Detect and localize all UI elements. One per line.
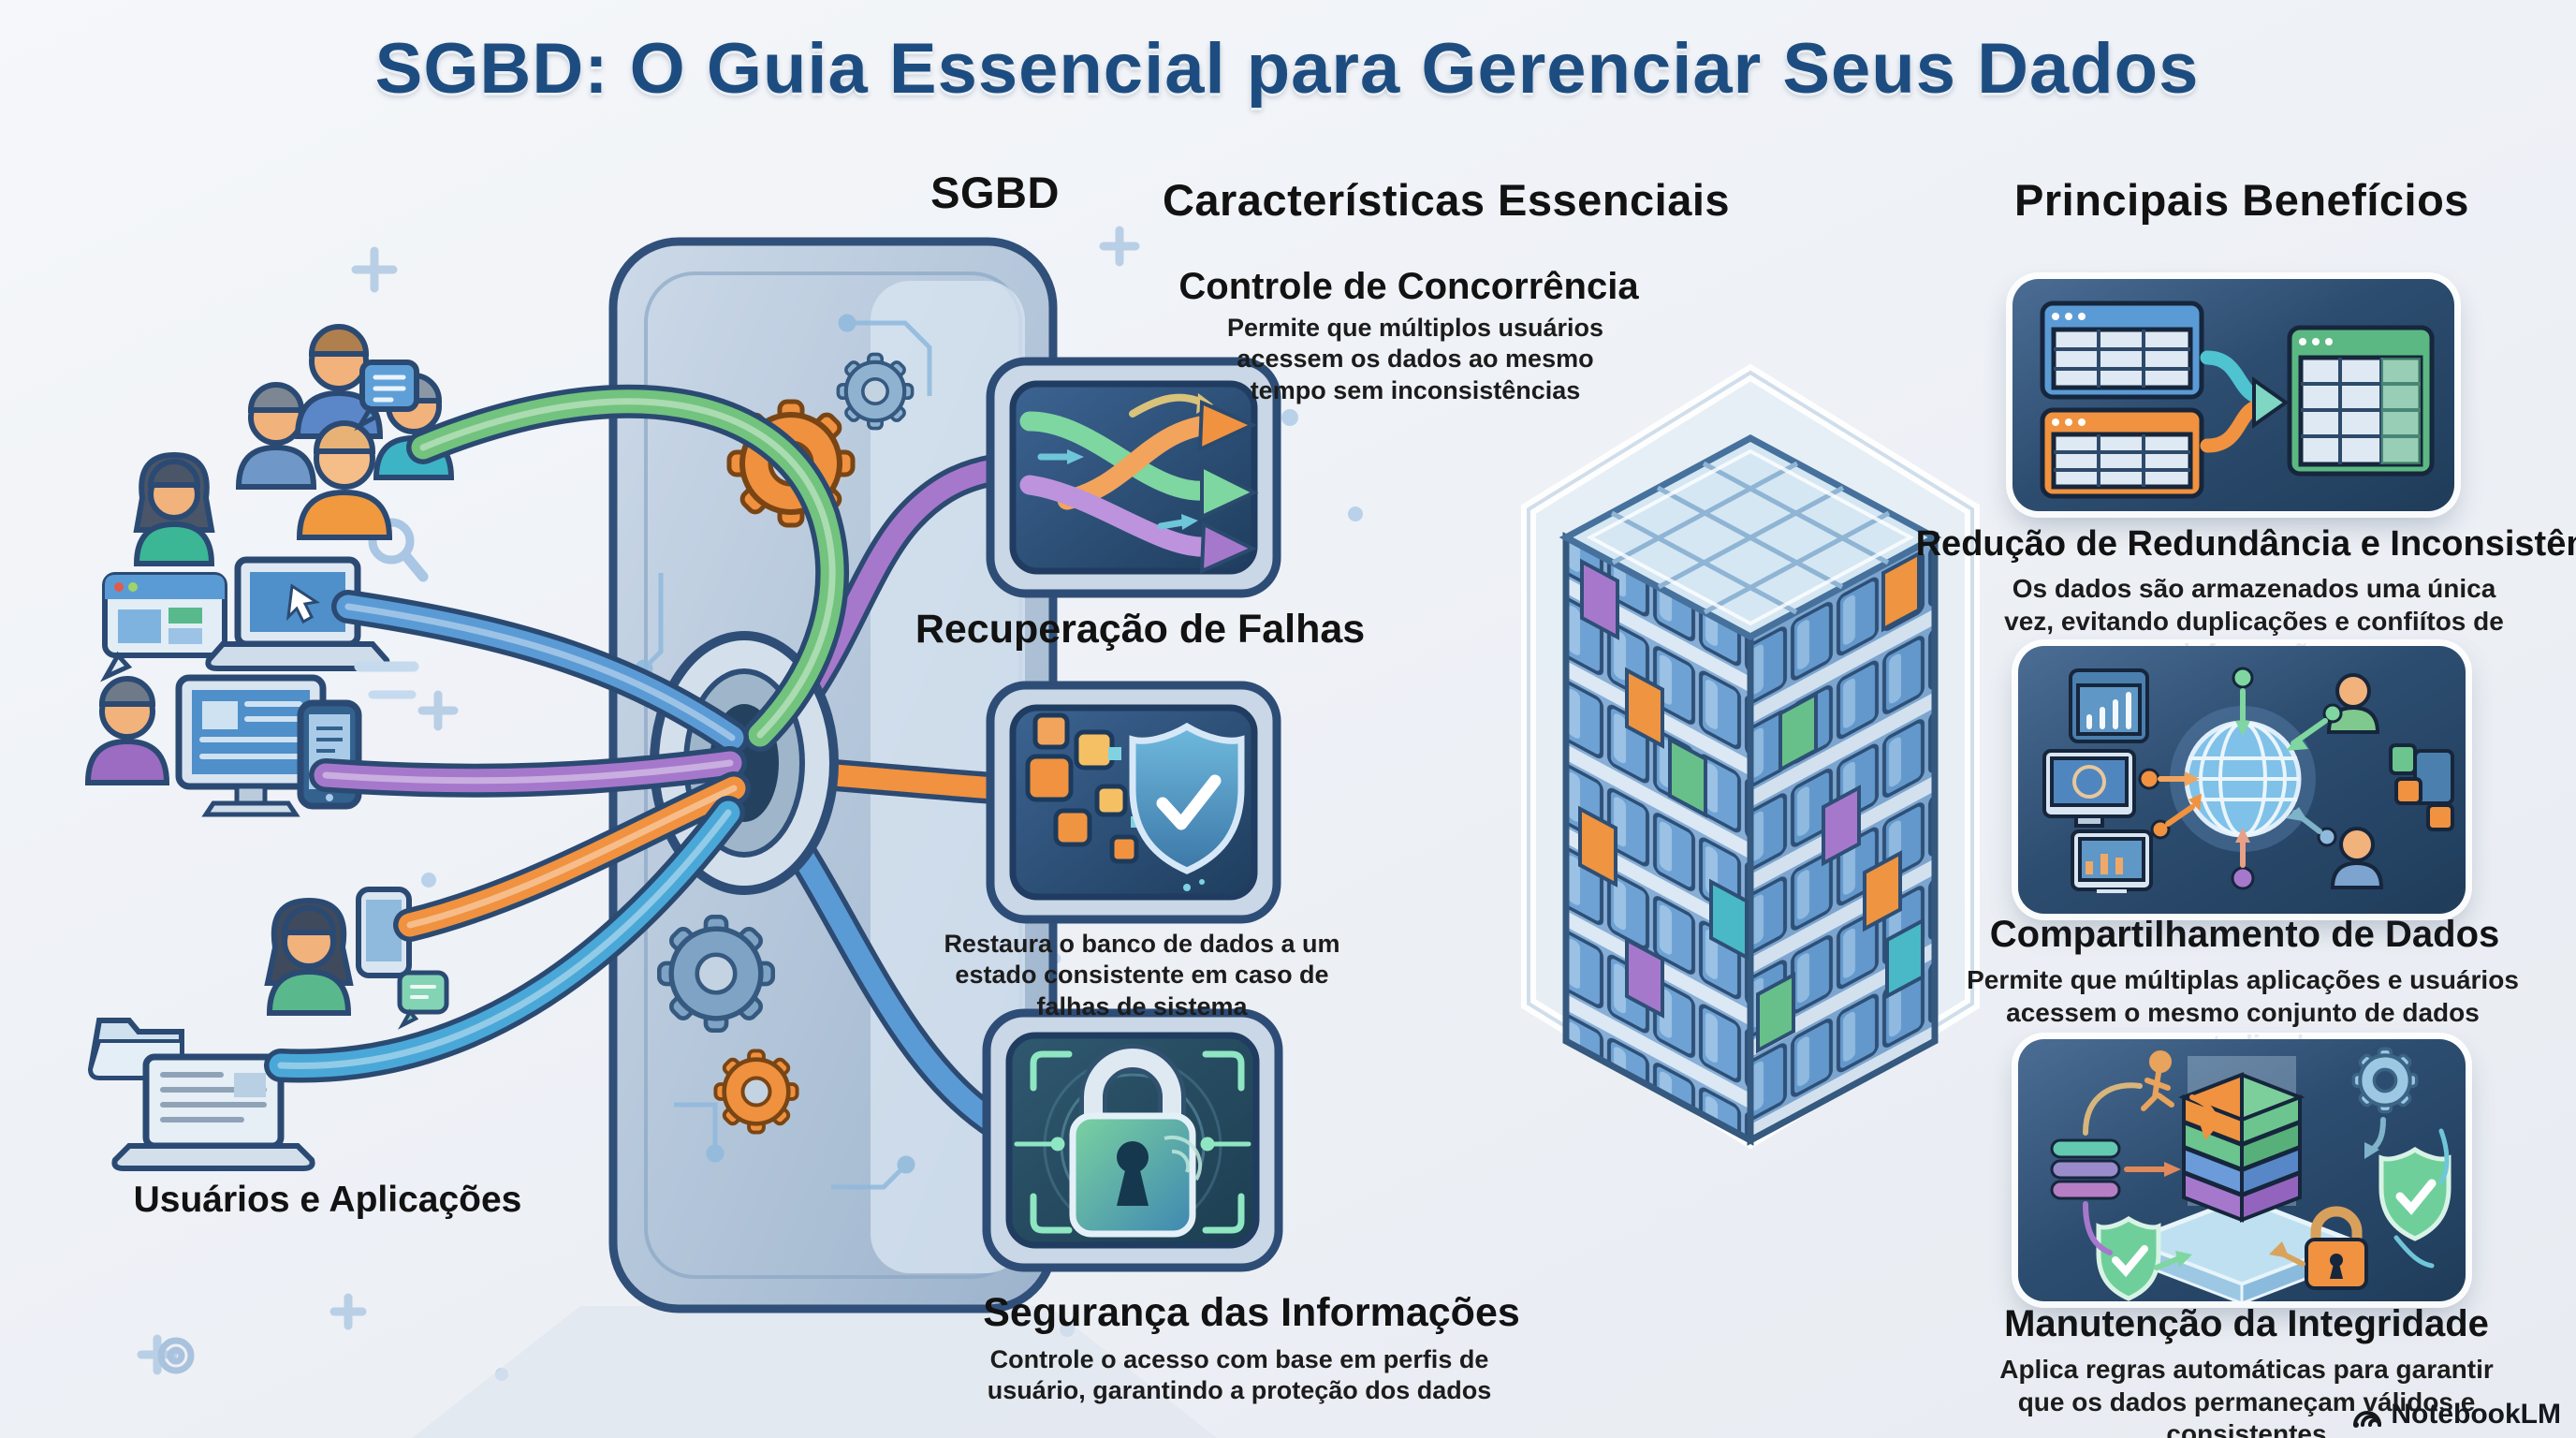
shield-check-left-icon (2096, 1216, 2161, 1301)
features-header: Características Essenciais (1162, 175, 1731, 225)
feature-title-recovery: Recuperação de Falhas (915, 607, 1366, 652)
notebooklm-label: NotebookLM (2391, 1399, 2561, 1430)
sgbd-label: SGBD (930, 168, 1060, 217)
laptop-cursor-icon (205, 556, 390, 671)
notebooklm-logo-icon (2353, 1411, 2382, 1428)
feature-title-security: Segurança das Informações (983, 1290, 1520, 1335)
crossing-arrows-icon (1019, 393, 1259, 575)
cube-accent-blocks-right (1756, 550, 1925, 1054)
feature-tile-recovery (986, 681, 1281, 924)
purple-user-icon (84, 676, 170, 785)
feature-title-concurrency: Controle de Concorrência (1178, 266, 1639, 307)
merge-tables-icon (2040, 301, 2435, 499)
benefit-card-integrity (2018, 1039, 2466, 1301)
puzzle-shield-icon (1025, 712, 1245, 891)
database-cube-illustration (1521, 363, 1980, 1150)
browser-bubble-icon (100, 572, 227, 682)
green-bubble-icon (397, 970, 449, 1030)
person-blue-icon (2330, 827, 2384, 889)
gear-icon (2351, 1047, 2419, 1114)
feature-desc-recovery: Restaura o banco de dados a um estado co… (944, 930, 1340, 1020)
feature-tile-concurrency (986, 357, 1281, 598)
gear-blue-icon (836, 352, 915, 431)
feature-desc-security: Controle o acesso com base em perfis de … (987, 1345, 1492, 1405)
magnifier-icon (368, 518, 429, 582)
benefit-card-sharing (2018, 646, 2466, 914)
notebooklm-watermark: NotebookLM (2351, 1399, 2561, 1431)
woman-user-bottom-icon (264, 897, 354, 1016)
padlock-icon (1014, 1044, 1251, 1238)
laptop-document-icon (111, 1053, 315, 1171)
gear-bluegray-icon (656, 914, 776, 1034)
feature-tile-security (982, 1008, 1283, 1272)
input-cables (264, 384, 850, 1083)
gear-orange-small-icon (713, 1049, 799, 1135)
layered-stack-icon (2050, 1047, 2452, 1301)
monitor-icon (175, 674, 327, 817)
cube-top-grid (1610, 461, 1891, 615)
feature-desc-concurrency: Permite que múltiplos usuários acessem o… (1226, 314, 1604, 404)
benefits-header: Principais Benefícios (2014, 175, 2469, 225)
person-green-icon (2326, 673, 2380, 734)
cube-accent-blocks-left (1578, 558, 1749, 1019)
person-sketch-icon (2141, 1050, 2174, 1111)
flowchart-blocks-icon (2389, 743, 2454, 831)
benefit-title-redundancy: Redução de Redundância e Inconsistência (1915, 524, 2576, 564)
benefit-title-integrity: Manutenção da Integridade (2004, 1303, 2489, 1344)
page-title: SGBD: O Guia Essencial para Gerenciar Se… (374, 29, 2200, 109)
benefit-card-redundancy (2012, 279, 2454, 511)
benefit-title-sharing: Compartilhamento de Dados (1989, 914, 2500, 955)
database-discs-icon (2050, 1138, 2121, 1200)
globe-network-icon (2042, 667, 2454, 893)
users-caption: Usuários e Aplicações (133, 1180, 522, 1220)
benefit-desc-integrity: Aplica regras automáticas para garantir … (1999, 1355, 2494, 1438)
woman-user-icon (133, 451, 215, 566)
shield-check-right-icon (2378, 1146, 2452, 1241)
gear-outline-icon (157, 1337, 195, 1374)
speech-bubble-icon (354, 360, 419, 432)
padlock-small-icon (2305, 1206, 2368, 1290)
circuit-traces (635, 314, 932, 1190)
